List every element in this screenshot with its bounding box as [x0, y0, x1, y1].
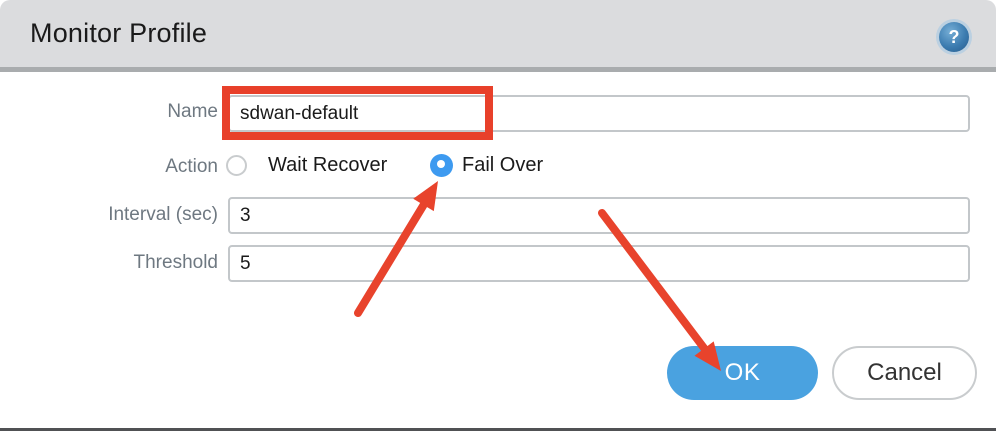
cancel-button[interactable]: Cancel [832, 346, 977, 400]
interval-input[interactable] [228, 197, 970, 234]
threshold-label: Threshold [133, 252, 219, 273]
action-label: Action [165, 156, 218, 177]
wait-recover-radio-label[interactable]: Wait Recover [268, 154, 388, 176]
ok-button[interactable]: OK [667, 346, 818, 400]
fail-over-radio[interactable] [430, 154, 453, 177]
help-icon[interactable]: ? [939, 22, 969, 52]
fail-over-radio-label[interactable]: Fail Over [462, 154, 544, 176]
name-input[interactable] [228, 95, 970, 132]
interval-label: Interval (sec) [108, 204, 218, 225]
threshold-input[interactable] [228, 245, 970, 282]
wait-recover-radio[interactable] [226, 155, 247, 176]
dialog-title: Monitor Profile [30, 18, 208, 48]
question-mark-glyph: ? [948, 26, 960, 47]
dialog-header: Monitor Profile ? [0, 0, 996, 72]
name-label: Name [167, 101, 218, 122]
action-radio-group: Wait Recover Fail Over [0, 150, 996, 182]
